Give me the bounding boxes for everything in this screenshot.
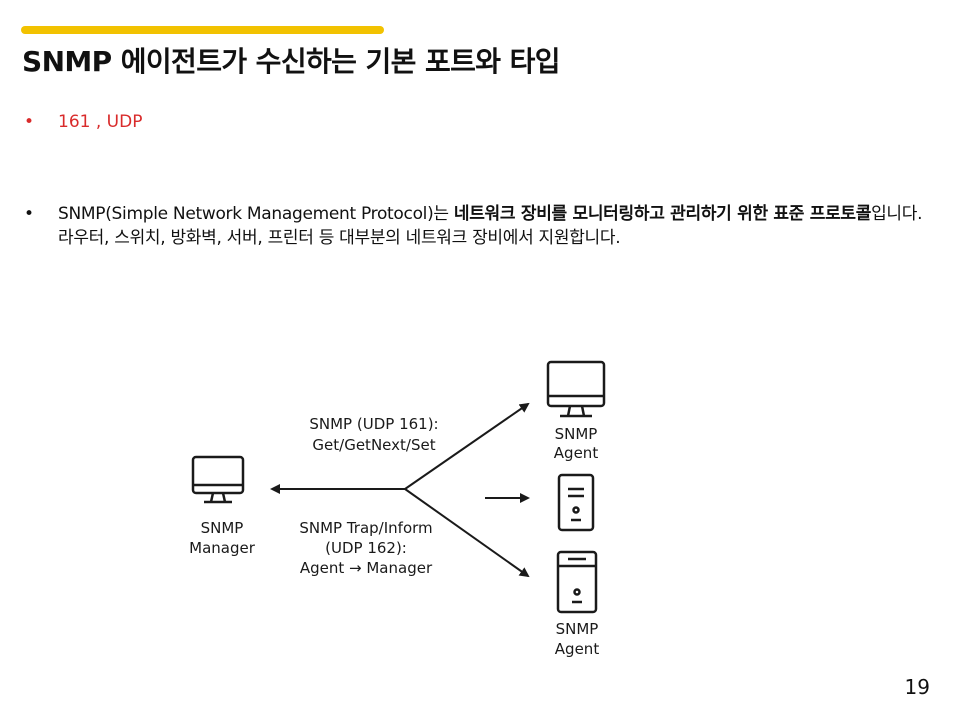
- description-prefix: SNMP(Simple Network Management Protocol)…: [58, 204, 454, 224]
- middle-agent-server-icon: [557, 473, 595, 532]
- answer-bullet: • 161 , UDP: [24, 110, 934, 134]
- bullet-dot: •: [24, 112, 35, 132]
- top-agent-label-line2: Agent: [554, 444, 599, 462]
- bullet-list: • 161 , UDP • SNMP(Simple Network Manage…: [24, 110, 934, 250]
- bullet-dot: •: [24, 204, 34, 224]
- snmp-diagram: SNMP Manager SNMP (UDP 161): Get/GetNext…: [189, 360, 606, 658]
- bottom-agent-label-line2: Agent: [555, 640, 600, 658]
- slide-title: SNMP 에이전트가 수신하는 기본 포트와 타입: [22, 45, 560, 78]
- bottom-agent-label-line1: SNMP: [556, 620, 599, 638]
- request-arrow-to-top-agent: [404, 402, 530, 490]
- answer-text: 161 , UDP: [58, 112, 143, 132]
- manager-monitor-icon: [191, 455, 245, 504]
- title-accent-bar: [21, 26, 384, 34]
- top-agent-monitor-icon: [546, 360, 606, 418]
- description-line2: 라우터, 스위치, 방화벽, 서버, 프린터 등 대부분의 네트워크 장비에서 …: [58, 228, 621, 248]
- bottom-agent-server-icon: [556, 550, 598, 614]
- description-suffix: 입니다.: [871, 204, 923, 224]
- trap-label-line1: SNMP Trap/Inform: [299, 519, 432, 537]
- connection-lines: [270, 402, 530, 578]
- top-agent-label-line1: SNMP: [555, 425, 598, 443]
- request-label-line2: Get/GetNext/Set: [312, 436, 435, 454]
- description-bullet: • SNMP(Simple Network Management Protoco…: [24, 202, 934, 250]
- request-label-line1: SNMP (UDP 161):: [309, 415, 438, 433]
- trap-label-line3: Agent → Manager: [300, 559, 433, 577]
- trap-label-line2: (UDP 162):: [325, 539, 407, 557]
- manager-label-line2: Manager: [189, 539, 256, 557]
- request-arrow-to-bottom-agent: [404, 488, 530, 578]
- manager-label-line1: SNMP: [201, 519, 244, 537]
- page-number: 19: [904, 675, 930, 699]
- description-bold: 네트워크 장비를 모니터링하고 관리하기 위한 표준 프로토콜: [453, 204, 872, 224]
